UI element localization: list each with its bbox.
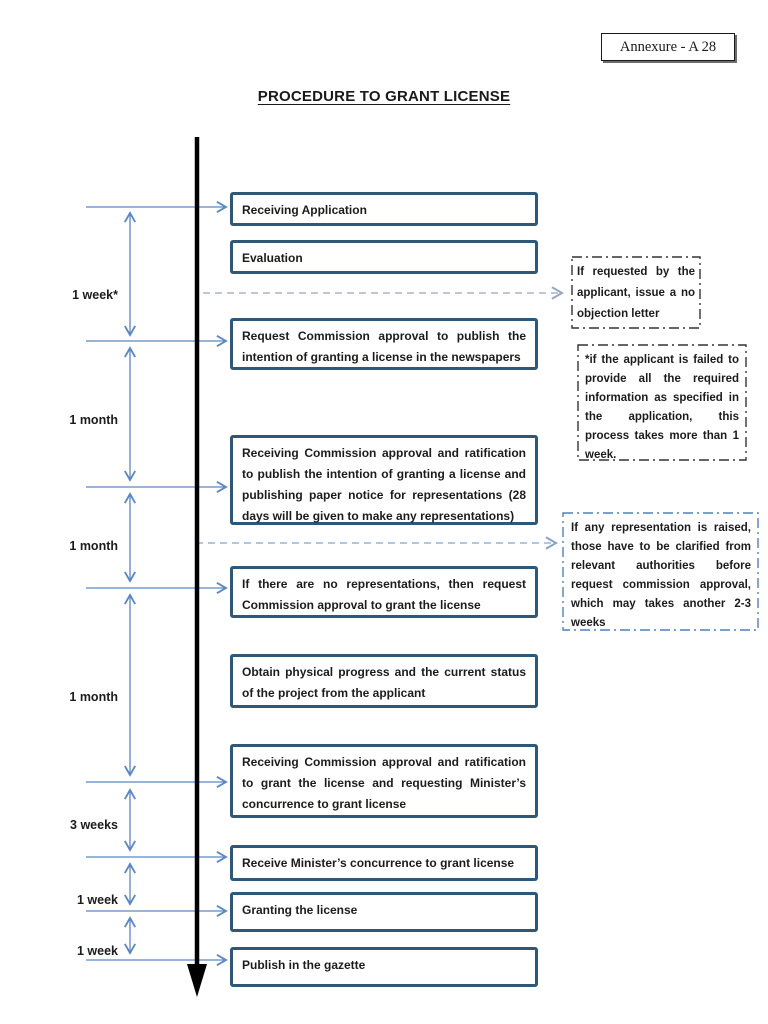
step-label: If there are no representations, then re… xyxy=(242,577,526,612)
step-feed-arrows xyxy=(86,201,228,966)
step-label: Receiving Application xyxy=(242,203,367,217)
note-1-border xyxy=(571,256,701,329)
timeline-arrow xyxy=(187,137,207,997)
step-label: Obtain physical progress and the current… xyxy=(242,665,526,700)
annexure-label: Annexure - A 28 xyxy=(619,38,717,55)
note-3-border xyxy=(562,512,759,631)
step-label: Receiving Commission approval and ratifi… xyxy=(242,755,526,811)
note-text: If any representation is raised, those h… xyxy=(571,522,751,629)
note-representation-raised: If any representation is raised, those h… xyxy=(571,519,751,633)
note-text: If requested by the applicant, issue a n… xyxy=(577,266,695,320)
flow-step-publish-gazette: Publish in the gazette xyxy=(230,947,538,987)
duration-label-3-weeks: 3 weeks xyxy=(70,818,118,832)
page-title: PROCEDURE TO GRANT LICENSE xyxy=(0,88,768,105)
flow-step-obtain-progress: Obtain physical progress and the current… xyxy=(230,654,538,708)
flow-step-receiving-approval-publish: Receiving Commission approval and ratifi… xyxy=(230,435,538,525)
flow-step-no-representations: If there are no representations, then re… xyxy=(230,566,538,618)
step-label: Receive Minister’s concurrence to grant … xyxy=(242,856,515,870)
note-borders xyxy=(562,256,759,631)
note-incomplete-application: *if the applicant is failed to provide a… xyxy=(585,351,739,465)
flow-step-receiving-application: Receiving Application xyxy=(230,192,538,226)
flow-step-granting-license: Granting the license xyxy=(230,892,538,932)
step-label: Evaluation xyxy=(242,251,303,265)
step-label: Receiving Commission approval and ratifi… xyxy=(242,446,526,523)
note-text: *if the applicant is failed to provide a… xyxy=(585,354,739,461)
duration-label-1-week-b: 1 week xyxy=(76,893,118,907)
duration-label-1-month-a: 1 month xyxy=(69,413,118,427)
duration-label-1-week-star: 1 week* xyxy=(72,288,118,302)
note-2-border xyxy=(577,344,747,461)
flow-step-receiving-approval-grant: Receiving Commission approval and ratifi… xyxy=(230,744,538,818)
step-label: Granting the license xyxy=(242,903,358,917)
flow-step-request-commission-approval: Request Commission approval to publish t… xyxy=(230,318,538,370)
step-label: Request Commission approval to publish t… xyxy=(242,329,526,364)
note-no-objection-letter: If requested by the applicant, issue a n… xyxy=(577,262,695,325)
annexure-box: Annexure - A 28 xyxy=(601,33,735,61)
flow-step-evaluation: Evaluation xyxy=(230,240,538,274)
flow-step-receive-concurrence: Receive Minister’s concurrence to grant … xyxy=(230,845,538,881)
timeline-arrowhead xyxy=(187,964,207,997)
page-title-text: PROCEDURE TO GRANT LICENSE xyxy=(257,88,511,105)
step-label: Publish in the gazette xyxy=(242,958,366,972)
duration-label-1-month-c: 1 month xyxy=(69,690,118,704)
duration-label-1-week-c: 1 week xyxy=(76,944,118,958)
duration-label-1-month-b: 1 month xyxy=(69,539,118,553)
